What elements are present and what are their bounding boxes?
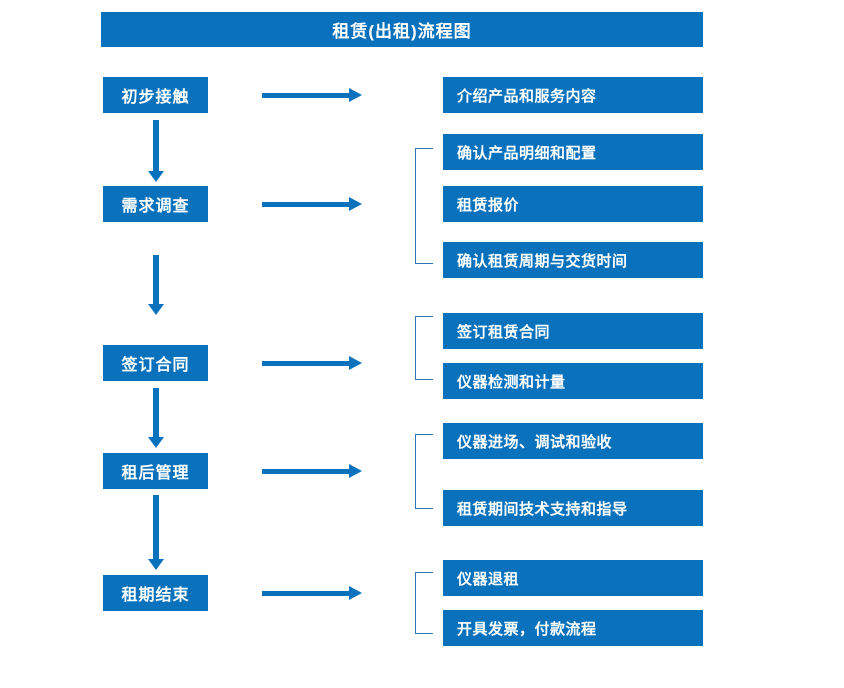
group-bracket-rental-end: [415, 572, 433, 634]
detail-box-confirm-rental-period-delivery[interactable]: 确认租赁周期与交货时间: [443, 242, 703, 278]
stage-box-requirement-survey[interactable]: 需求调查: [103, 186, 208, 222]
stage-box-post-rental-management[interactable]: 租后管理: [103, 453, 208, 489]
flow-arrow-down-3: [148, 388, 164, 448]
branch-arrow-right-3: [262, 356, 362, 370]
detail-box-instrument-inspection-metering[interactable]: 仪器检测和计量: [443, 363, 703, 399]
branch-arrow-right-5: [262, 586, 362, 600]
detail-box-invoice-payment-process[interactable]: 开具发票，付款流程: [443, 610, 703, 646]
branch-arrow-right-2: [262, 197, 362, 211]
group-bracket-sign-contract: [415, 316, 433, 380]
detail-box-sign-rental-contract[interactable]: 签订租赁合同: [443, 313, 703, 349]
detail-box-confirm-product-spec[interactable]: 确认产品明细和配置: [443, 134, 703, 170]
stage-box-sign-contract[interactable]: 签订合同: [103, 345, 208, 381]
page-title: 租赁(出租)流程图: [101, 12, 703, 47]
group-bracket-post-rental-management: [415, 434, 433, 509]
branch-arrow-right-1: [262, 88, 362, 102]
detail-box-introduce-products-services[interactable]: 介绍产品和服务内容: [443, 77, 703, 113]
flow-arrow-down-4: [148, 495, 164, 570]
stage-box-rental-end[interactable]: 租期结束: [103, 575, 208, 611]
flow-arrow-down-1: [148, 120, 164, 182]
detail-box-instrument-return[interactable]: 仪器退租: [443, 560, 703, 596]
detail-box-technical-support-during-rental[interactable]: 租赁期间技术支持和指导: [443, 490, 703, 526]
flow-arrow-down-2: [148, 255, 164, 315]
branch-arrow-right-4: [262, 464, 362, 478]
detail-box-rental-quotation[interactable]: 租赁报价: [443, 186, 703, 222]
group-bracket-requirement-survey: [415, 148, 433, 264]
detail-box-instrument-entry-debug-acceptance[interactable]: 仪器进场、调试和验收: [443, 423, 703, 459]
stage-box-initial-contact[interactable]: 初步接触: [103, 77, 208, 113]
